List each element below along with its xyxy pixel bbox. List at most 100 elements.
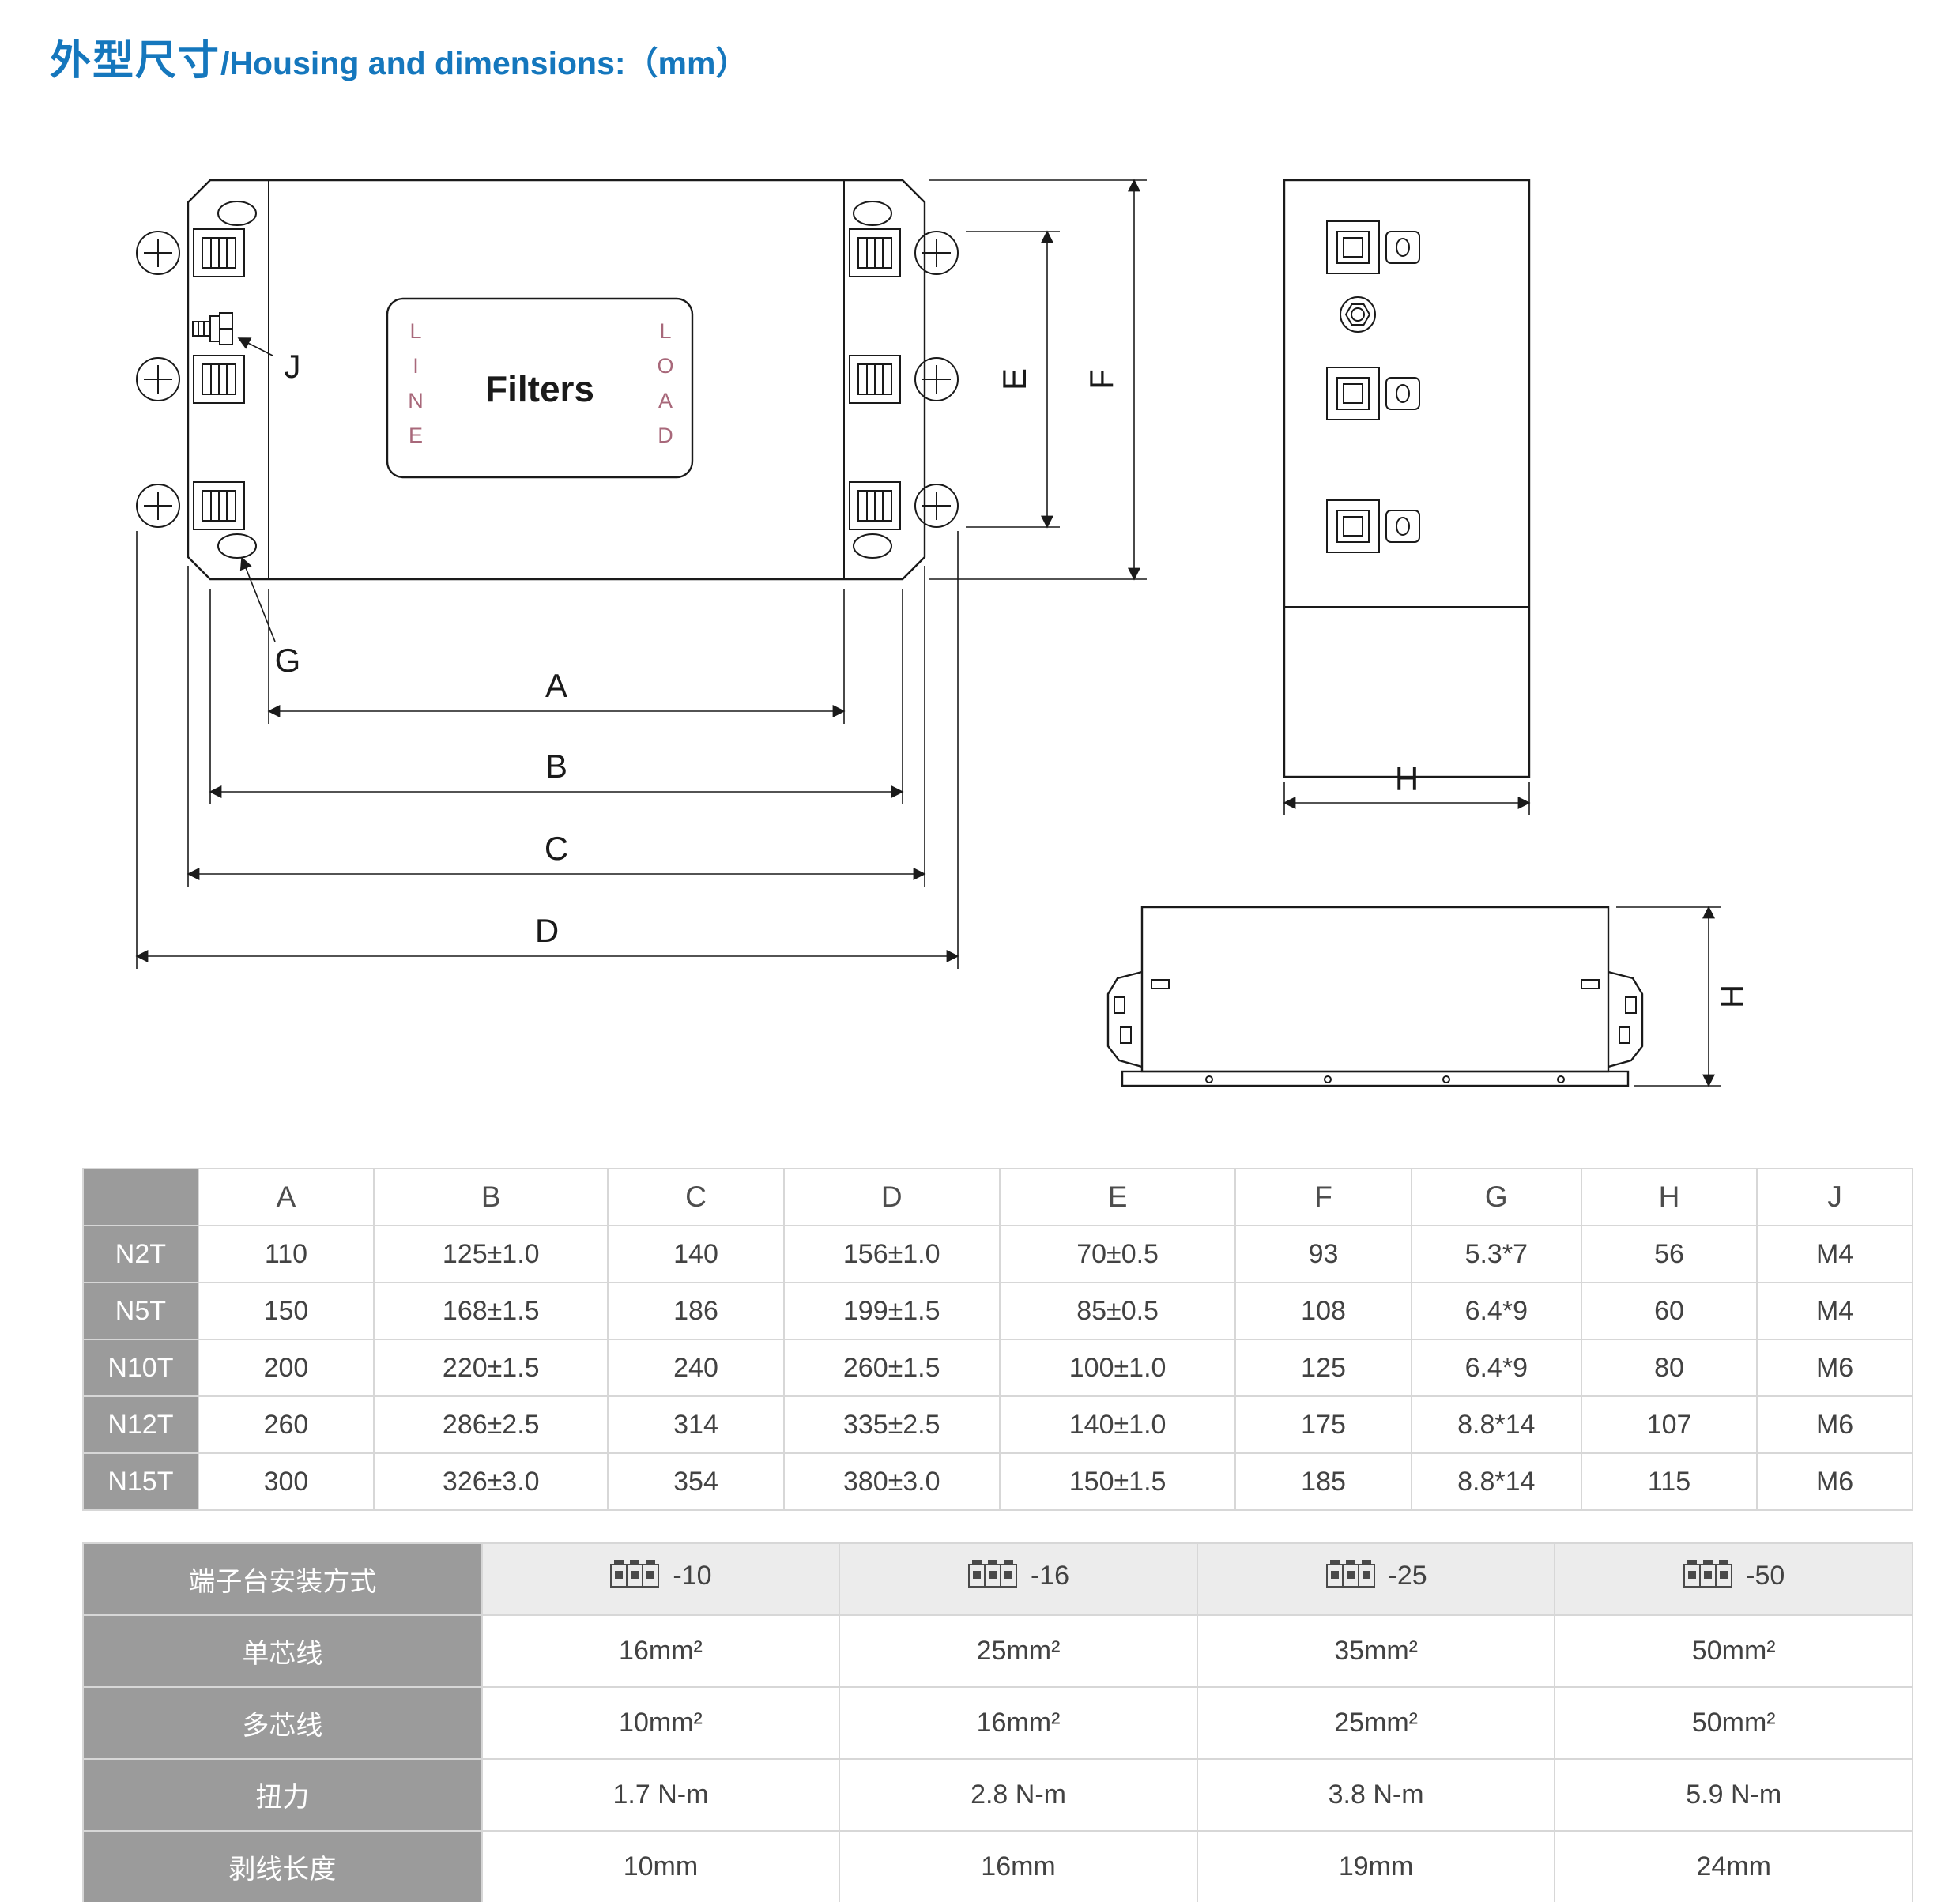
dimension-value: 100±1.0 [998,1339,1237,1397]
dim-label-b: B [545,748,567,785]
dimension-value: 8.8*14 [1410,1452,1582,1511]
end-view-h-dim [1283,782,1531,815]
dim-label-g: G [275,642,301,679]
dimension-value: M6 [1756,1339,1913,1397]
dimension-value: 260 [197,1395,375,1454]
terminal-screw [914,484,959,528]
terminal-spec-value: 2.8 N-m [839,1758,1198,1832]
terminal-spec-value: 25mm² [839,1614,1198,1688]
dimension-value: M4 [1756,1225,1913,1283]
dimensions-col-header: B [373,1168,609,1226]
terminal-spec-value: 24mm [1554,1830,1913,1902]
terminal-spec-value: 35mm² [1196,1614,1556,1688]
plate-title: Filters [485,368,594,409]
terminal-screw [136,357,180,401]
leader-j [237,337,273,356]
dim-label-a: A [545,667,567,704]
terminal-spec-value: 10mm [481,1830,841,1902]
dimension-value: 175 [1234,1395,1412,1454]
dimension-value: 150±1.5 [998,1452,1237,1511]
dimensions-col-header: D [782,1168,1001,1226]
load-letter: O [657,354,673,378]
dimensions-col-header: E [998,1168,1237,1226]
terminal-spec-value: 50mm² [1554,1686,1913,1760]
dimension-value: 260±1.5 [782,1339,1001,1397]
dimension-value: 286±2.5 [373,1395,609,1454]
terminal-row-label: 扭力 [82,1758,483,1832]
dimension-value: M6 [1756,1395,1913,1454]
dimension-value: 240 [607,1339,785,1397]
terminal-block-icon [1325,1560,1375,1588]
dimension-value: 85±0.5 [998,1282,1237,1340]
mounting-slot [217,533,257,559]
dimension-value: 300 [197,1452,375,1511]
terminal-clamp [193,355,245,404]
dimension-value: 6.4*9 [1410,1339,1582,1397]
dim-label-j: J [285,348,301,385]
page-title: 外型尺寸/Housing and dimensions:（mm） [50,27,748,86]
dimension-value: 150 [197,1282,375,1340]
dim-label-f: F [1083,369,1120,390]
dimension-value: M6 [1756,1452,1913,1511]
dimension-value: 80 [1580,1339,1758,1397]
terminal-block-icon [1683,1560,1733,1588]
terminal-size-cell: -10 [481,1542,841,1616]
terminal-symbol [1326,499,1420,553]
dimension-value: 326±3.0 [373,1452,609,1511]
terminal-spec-value: 3.8 N-m [1196,1758,1556,1832]
terminal-spec-value: 50mm² [1554,1614,1913,1688]
line-load-letters: L I N E L O A D [408,319,673,447]
terminal-block-icon [967,1560,1017,1588]
side-view [1106,906,1644,1087]
dimension-value: 199±1.5 [782,1282,1001,1340]
terminal-spec-value: 5.9 N-m [1554,1758,1913,1832]
terminal-block-icon [610,1560,660,1588]
terminal-row-label: 多芯线 [82,1686,483,1760]
terminal-size-cell: -16 [839,1542,1198,1616]
load-letter: D [658,424,673,447]
terminal-size-label: -16 [1030,1560,1070,1591]
terminal-clamp [849,355,901,404]
dimensions-col-header: G [1410,1168,1582,1226]
dimension-value: 108 [1234,1282,1412,1340]
dimension-value: 115 [1580,1452,1758,1511]
model-label: N15T [82,1452,199,1511]
terminal-size-wrap: -25 [1325,1559,1427,1592]
model-label: N5T [82,1282,199,1340]
terminal-size-cell: -25 [1196,1542,1556,1616]
terminal-size-label: -10 [673,1560,712,1591]
model-label: N2T [82,1225,199,1283]
dim-label-d: D [535,912,559,949]
dimensions-col-header: A [197,1168,375,1226]
model-label: N12T [82,1395,199,1454]
terminal-clamp [849,228,901,277]
terminal-size-cell: -50 [1554,1542,1913,1616]
dimension-value: 56 [1580,1225,1758,1283]
title-chinese: 外型尺寸 [50,38,221,84]
mounting-bracket [1106,970,1143,1068]
leader-g [239,556,276,642]
terminal-table-row: 端子台安装方式-10-16-25-50 [82,1542,1913,1616]
terminal-clamp [193,228,245,277]
dim-label-c: C [545,830,568,867]
dimension-value: 380±3.0 [782,1452,1001,1511]
dimension-value: 186 [607,1282,785,1340]
dimension-value: 335±2.5 [782,1395,1001,1454]
title-english: /Housing and dimensions:（mm） [220,45,748,81]
dimensions-col-header: F [1234,1168,1412,1226]
dimension-value: 125±1.0 [373,1225,609,1283]
nameplate [386,297,694,479]
dimension-value: 70±0.5 [998,1225,1237,1283]
dimension-value: 93 [1234,1225,1412,1283]
dimension-value: 5.3*7 [1410,1225,1582,1283]
dimension-value: 8.8*14 [1410,1395,1582,1454]
dimension-value: 168±1.5 [373,1282,609,1340]
side-view-h-dim [1616,906,1721,1087]
